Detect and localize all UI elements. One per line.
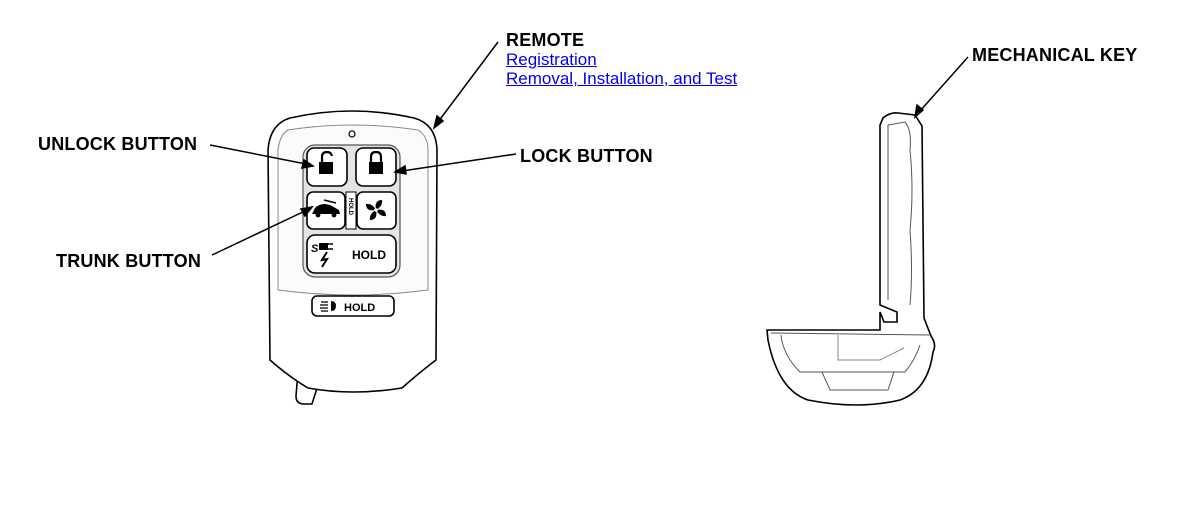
trunk-button-label: TRUNK BUTTON [56,251,202,271]
unlock-button-label: UNLOCK BUTTON [38,134,198,154]
fob-led [348,130,356,138]
removal-installation-test-link[interactable]: Removal, Installation, and Test [506,69,738,88]
hold-light-label: HOLD [344,302,375,314]
hold-main-label: HOLD [352,248,386,262]
unlock-padlock-icon [319,150,334,174]
key-shape [766,112,936,406]
lock-button-label: LOCK BUTTON [520,146,653,166]
leader-lines [209,41,969,256]
mechanical-key [766,112,936,406]
remote-label: REMOTE [506,30,585,50]
remote-start-icon: S [311,243,333,268]
car-trunk-icon [312,199,340,218]
hold-strip [345,191,357,230]
lock-padlock-icon [369,150,383,174]
hold-vertical-label: HOLD [347,198,353,216]
headlight-icon [320,301,336,312]
svg-text:S: S [311,243,319,255]
mechanical-key-label: MECHANICAL KEY [972,45,1138,65]
fan-icon [366,200,386,220]
light-button[interactable] [311,295,395,317]
registration-link[interactable]: Registration [506,50,597,69]
